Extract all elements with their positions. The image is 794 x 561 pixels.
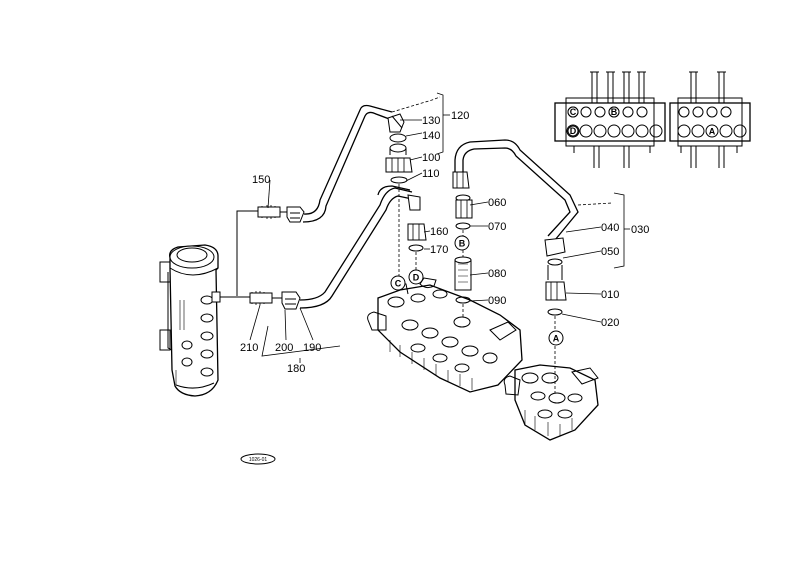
marker-b-lower-label: B [459,239,466,249]
part-label-140: 140 [422,130,440,142]
part-label-130: 130 [422,115,440,127]
control-valve-right [503,364,599,441]
valve-overview-left [554,71,666,168]
marker-b-overview: B [608,106,620,118]
hose-180-assembly [220,185,413,310]
part-label-170: 170 [430,244,448,256]
part-label-020: 020 [601,317,619,329]
valve-overview-right [669,71,751,168]
part-label-100: 100 [422,152,440,164]
coupling-080 [454,256,472,324]
part-label-120: 120 [451,110,469,122]
marker-d-overview: D [567,125,579,137]
marker-c-lower-label: C [395,279,402,289]
marker-d-overview-label: D [570,126,577,136]
marker-c-lower: C [390,275,406,291]
hose-150-assembly [236,104,393,296]
part-label-160: 160 [430,226,448,238]
fitting-stack-160 [407,194,427,270]
brackets [261,92,630,363]
marker-b-overview-label: B [611,107,618,117]
drawing-stamp: 1026-01 [240,453,276,465]
fitting-stack-100 [385,113,413,280]
part-label-080: 080 [488,268,506,280]
part-label-090: 090 [488,295,506,307]
part-label-190: 190 [303,342,321,354]
marker-a-overview: A [705,124,719,138]
marker-a-overview-label: A [709,127,716,137]
part-label-010: 010 [601,289,619,301]
marker-d-lower-label: D [413,273,420,283]
part-label-040: 040 [601,222,619,234]
control-valve-middle [367,277,523,393]
part-label-210: 210 [240,342,258,354]
drawing-stamp-label: 1026-01 [249,457,268,463]
marker-d-lower: D [408,269,424,285]
part-label-150: 150 [252,174,270,186]
part-label-110: 110 [422,168,440,180]
leader-lines [249,119,602,341]
part-label-180: 180 [287,363,305,375]
part-labels: 150 130 140 120 100 110 160 170 060 070 … [240,110,649,375]
pipe-060 [452,139,579,258]
marker-c-overview-label: C [570,107,577,117]
steering-unit [159,244,221,397]
part-label-050: 050 [601,246,619,258]
part-label-200: 200 [275,342,293,354]
part-label-060: 060 [488,197,506,209]
marker-a-lower-label: A [553,334,560,344]
pipe-030-assembly [544,202,613,400]
steering-unit-bolts [175,295,214,385]
marker-a-lower: A [548,330,564,346]
marker-b-lower: B [454,235,470,251]
part-label-030: 030 [631,224,649,236]
marker-c-overview: C [567,106,579,118]
part-label-070: 070 [488,221,506,233]
